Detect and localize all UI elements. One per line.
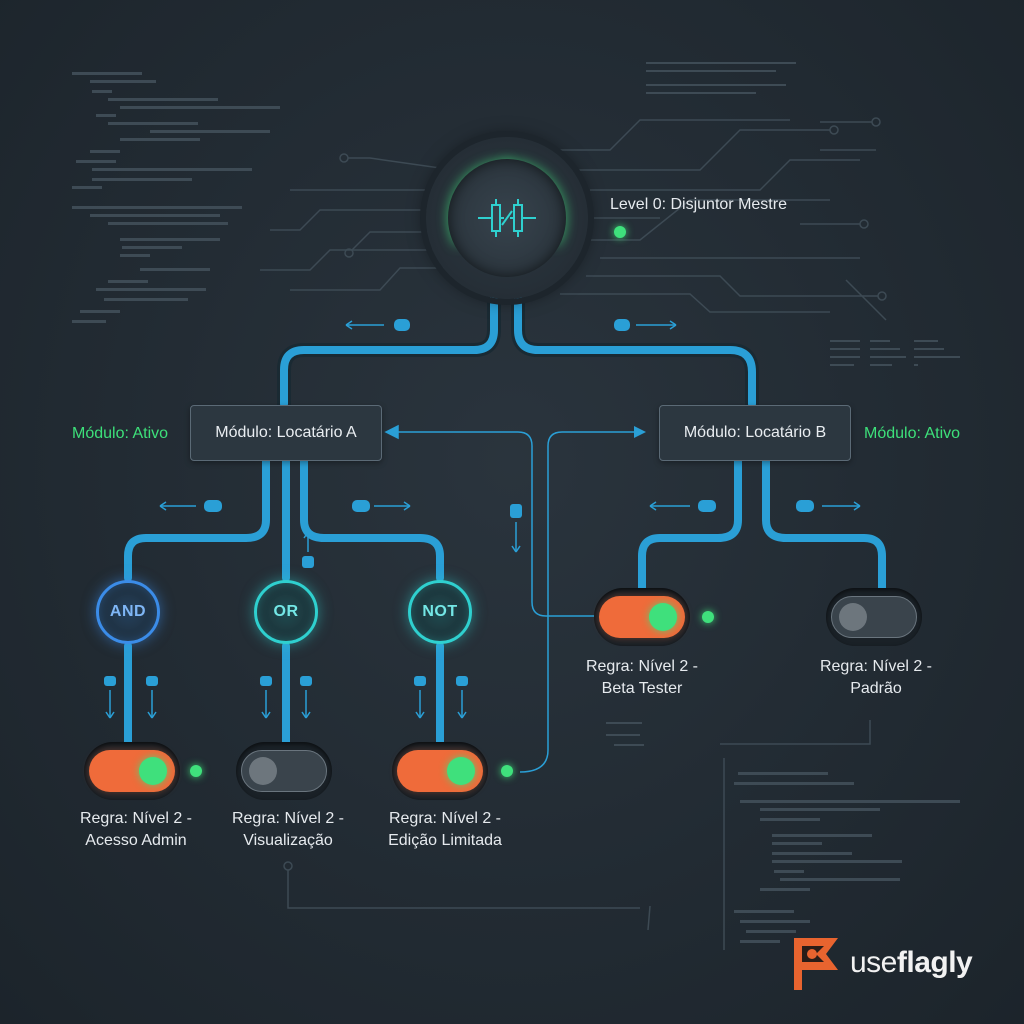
toggle-knob xyxy=(447,757,475,785)
background-code-decoration xyxy=(72,62,960,943)
gate-not: NOT xyxy=(408,580,472,644)
flag-logo-icon xyxy=(794,938,838,990)
rule-beta-tester-toggle-housing xyxy=(594,588,690,646)
rule-view-label: Regra: Nível 2 - Visualização xyxy=(218,808,358,852)
gate-or: OR xyxy=(254,580,318,644)
rule-admin-toggle[interactable] xyxy=(89,750,175,792)
rule-label-line2: Visualização xyxy=(243,832,333,849)
module-tenant-b[interactable]: Módulo: Locatário B xyxy=(659,405,851,461)
rule-beta-tester-toggle[interactable] xyxy=(599,596,685,638)
rule-admin-label: Regra: Nível 2 - Acesso Admin xyxy=(66,808,206,852)
brand-logo: useflagly xyxy=(790,934,973,992)
rule-label-line2: Padrão xyxy=(850,680,902,697)
rule-limited-edit-toggle-housing xyxy=(392,742,488,800)
master-breaker-face xyxy=(448,159,566,277)
brand-wordmark: useflagly xyxy=(850,946,973,979)
gate-and: AND xyxy=(96,580,160,644)
rule-view-toggle-housing xyxy=(236,742,332,800)
rule-beta-tester-status-dot xyxy=(702,611,714,623)
rule-label-line2: Beta Tester xyxy=(601,680,683,697)
master-breaker[interactable] xyxy=(426,137,588,299)
module-tenant-a[interactable]: Módulo: Locatário A xyxy=(190,405,382,461)
master-status-dot xyxy=(614,226,626,238)
rule-label-line1: Regra: Nível 2 - xyxy=(819,658,933,675)
rule-label-line1: Regra: Nível 2 - xyxy=(79,810,193,827)
wires-glow xyxy=(124,292,886,748)
background-circuit-traces xyxy=(260,117,887,950)
rule-limited-edit-toggle[interactable] xyxy=(397,750,483,792)
toggle-knob xyxy=(839,603,867,631)
rule-admin-toggle-housing xyxy=(84,742,180,800)
direction-arrows xyxy=(104,319,861,719)
rule-limited-edit-status-dot xyxy=(501,765,513,777)
rule-beta-tester-label: Regra: Nível 2 - Beta Tester xyxy=(572,656,712,700)
circuit-breaker-icon xyxy=(478,199,536,237)
module-a-status: Módulo: Ativo xyxy=(72,425,169,442)
rule-label-line1: Regra: Nível 2 - xyxy=(231,810,345,827)
toggle-knob xyxy=(249,757,277,785)
rule-default-toggle[interactable] xyxy=(831,596,917,638)
rule-limited-edit-label: Regra: Nível 2 - Edição Limitada xyxy=(372,808,518,852)
toggle-knob xyxy=(139,757,167,785)
feedback-lines xyxy=(384,424,646,773)
rule-label-line1: Regra: Nível 2 - xyxy=(388,810,502,827)
rule-label-line1: Regra: Nível 2 - xyxy=(585,658,699,675)
master-label: Level 0: Disjuntor Mestre xyxy=(610,196,787,213)
rule-label-line2: Acesso Admin xyxy=(85,832,187,849)
rule-label-line2: Edição Limitada xyxy=(388,832,502,849)
rule-view-toggle[interactable] xyxy=(241,750,327,792)
rule-default-label: Regra: Nível 2 - Padrão xyxy=(806,656,946,700)
rule-default-toggle-housing xyxy=(826,588,922,646)
module-b-status: Módulo: Ativo xyxy=(864,425,961,442)
toggle-knob xyxy=(649,603,677,631)
rule-admin-status-dot xyxy=(190,765,202,777)
